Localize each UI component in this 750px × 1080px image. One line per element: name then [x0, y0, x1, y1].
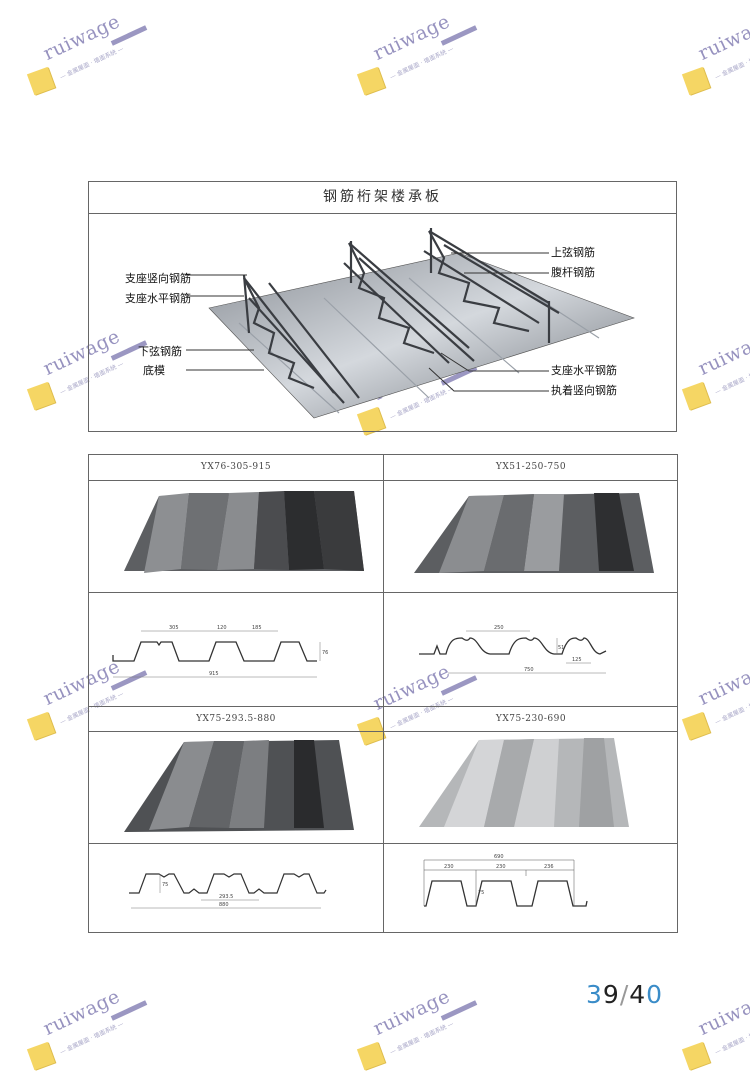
watermark-tagline: — 金属屋面 · 墙面系统 —: [58, 45, 125, 82]
watermark-brand: ruiwage: [370, 10, 454, 65]
panel-title: YX75-293.5-880: [89, 707, 384, 732]
watermark-bar: [110, 25, 148, 46]
label-support-vertical-rebar: 支座竖向钢筋: [125, 272, 191, 285]
watermark-logo: ruiwage— 金属屋面 · 墙面系统 —: [10, 985, 150, 1080]
label-top-chord-rebar: 上弦钢筋: [551, 246, 595, 259]
watermark-logo: ruiwage— 金属屋面 · 墙面系统 —: [665, 10, 750, 105]
page-digit: 9: [602, 980, 620, 1009]
watermark-brand: ruiwage: [695, 655, 750, 710]
watermark-logo: ruiwage— 金属屋面 · 墙面系统 —: [665, 985, 750, 1080]
panel-3d-image: [384, 732, 678, 844]
dim-label: 236: [544, 864, 554, 870]
watermark-brand: ruiwage: [40, 10, 124, 65]
dim-label: 75: [162, 882, 168, 888]
watermark-brand: ruiwage: [40, 985, 124, 1040]
dim-label: 750: [524, 667, 534, 673]
watermark-brand: ruiwage: [695, 325, 750, 380]
panel-profile-drawing: 690 230 230 236 75: [384, 844, 678, 932]
watermark-bar: [110, 1000, 148, 1021]
dim-label: 76: [322, 650, 328, 656]
watermark-tagline: — 金属屋面 · 墙面系统 —: [388, 1020, 455, 1057]
house-icon: [26, 381, 56, 411]
house-icon: [26, 1041, 56, 1071]
dim-label: 915: [209, 671, 219, 677]
house-icon: [26, 66, 56, 96]
panel-3d-image: [89, 481, 384, 593]
truss-deck-figure: 钢筋桁架楼承板: [88, 181, 677, 432]
truss-deck-illustration: [186, 228, 635, 419]
page-digit: 4: [629, 980, 647, 1009]
house-icon: [681, 381, 711, 411]
figure-title: 钢筋桁架楼承板: [89, 182, 676, 214]
dim-label: 690: [494, 854, 504, 860]
label-vertical-rebar-right: 执着竖向钢筋: [551, 384, 617, 397]
watermark-bar: [440, 25, 478, 46]
watermark-brand: ruiwage: [695, 10, 750, 65]
house-icon: [356, 66, 386, 96]
panel-profile-drawing: 305 120 185 76 915: [89, 593, 384, 707]
panel-title: YX51-250-750: [384, 455, 678, 481]
label-support-horizontal-rebar: 支座水平钢筋: [125, 292, 191, 305]
label-bottom-form: 底模: [143, 364, 165, 377]
house-icon: [681, 711, 711, 741]
dim-label: 125: [572, 657, 582, 663]
panel-profile-drawing: 75 293.5 880: [89, 844, 384, 932]
dim-label: 230: [444, 864, 454, 870]
page-number: 39/40: [586, 980, 663, 1009]
watermark-tagline: — 金属屋面 · 墙面系统 —: [713, 1020, 750, 1057]
panel-profile-drawing: 250 51 125 750: [384, 593, 678, 707]
dim-label: 250: [494, 625, 504, 631]
watermark-bar: [440, 1000, 478, 1021]
watermark-logo: ruiwage— 金属屋面 · 墙面系统 —: [665, 325, 750, 420]
page-digit: 3: [586, 980, 603, 1009]
house-icon: [681, 66, 711, 96]
house-icon: [681, 1041, 711, 1071]
panel-3d-image: [89, 732, 384, 844]
panel-title: YX75-230-690: [384, 707, 678, 732]
deck-panel-table: YX76-305-915 YX51-250-750 305 120 185 76…: [88, 454, 678, 933]
watermark-tagline: — 金属屋面 · 墙面系统 —: [388, 45, 455, 82]
page-digit: 0: [646, 980, 664, 1009]
panel-title: YX76-305-915: [89, 455, 384, 481]
watermark-brand: ruiwage: [370, 985, 454, 1040]
label-support-horizontal-rebar-right: 支座水平钢筋: [551, 364, 617, 377]
dim-label: 51: [558, 645, 564, 651]
dim-label: 185: [252, 625, 262, 631]
page-separator: /: [619, 980, 630, 1009]
panel-3d-image: [384, 481, 678, 593]
watermark-logo: ruiwage— 金属屋面 · 墙面系统 —: [340, 10, 480, 105]
watermark-tagline: — 金属屋面 · 墙面系统 —: [713, 45, 750, 82]
dim-label: 120: [217, 625, 227, 631]
dim-label: 880: [219, 902, 229, 908]
house-icon: [356, 1041, 386, 1071]
watermark-tagline: — 金属屋面 · 墙面系统 —: [713, 690, 750, 727]
watermark-brand: ruiwage: [695, 985, 750, 1040]
watermark-logo: ruiwage— 金属屋面 · 墙面系统 —: [10, 10, 150, 105]
label-web-rebar: 腹杆钢筋: [551, 266, 595, 279]
label-bottom-chord-rebar: 下弦钢筋: [138, 345, 182, 358]
dim-label: 230: [496, 864, 506, 870]
watermark-tagline: — 金属屋面 · 墙面系统 —: [713, 360, 750, 397]
dim-label: 293.5: [219, 894, 233, 900]
dim-label: 75: [478, 890, 484, 896]
watermark-logo: ruiwage— 金属屋面 · 墙面系统 —: [340, 985, 480, 1080]
house-icon: [26, 711, 56, 741]
dim-label: 305: [169, 625, 179, 631]
watermark-tagline: — 金属屋面 · 墙面系统 —: [58, 1020, 125, 1057]
